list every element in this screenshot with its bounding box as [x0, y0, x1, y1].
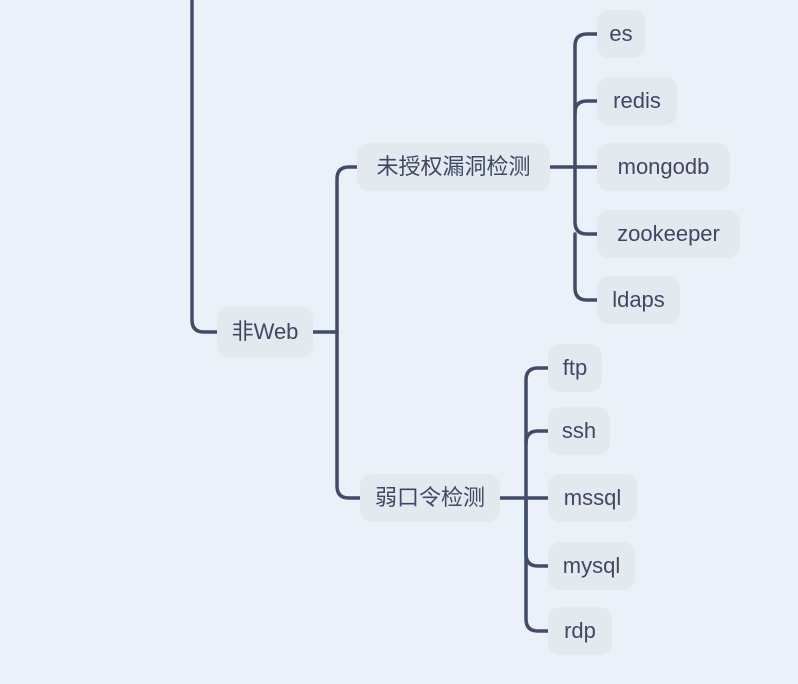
node-mssql[interactable]: mssql	[548, 474, 637, 522]
connector-unauth-to-es	[573, 32, 599, 169]
node-non-web[interactable]: 非Web	[217, 307, 313, 357]
connector-weakpass-to-ssh	[524, 429, 550, 445]
connector-unauth-to-redis	[573, 99, 599, 115]
node-es[interactable]: es	[597, 10, 645, 58]
connector-weakpass-to-rdp	[524, 496, 550, 633]
node-mongodb[interactable]: mongodb	[597, 143, 730, 191]
connector-unauth-to-ldaps	[573, 232, 599, 302]
node-rdp[interactable]: rdp	[548, 607, 612, 655]
node-zookeeper[interactable]: zookeeper	[597, 210, 740, 258]
connector-trunk-top-to-non-web	[190, 0, 219, 334]
node-weak-password-detection[interactable]: 弱口令检测	[360, 474, 500, 522]
node-ldaps[interactable]: ldaps	[597, 276, 680, 324]
node-ssh[interactable]: ssh	[548, 407, 610, 455]
node-ftp[interactable]: ftp	[548, 344, 602, 392]
node-redis[interactable]: redis	[597, 77, 677, 125]
connector-non-web-to-weakpass	[335, 330, 362, 500]
node-mysql[interactable]: mysql	[548, 542, 635, 590]
connector-weakpass-to-mysql	[524, 496, 550, 568]
connector-weakpass-to-ftp	[524, 366, 550, 500]
connector-unauth-to-zookeeper	[573, 165, 599, 236]
connector-non-web-to-unauth	[335, 165, 359, 334]
node-unauthorized-vuln-detection[interactable]: 未授权漏洞检测	[357, 143, 550, 191]
